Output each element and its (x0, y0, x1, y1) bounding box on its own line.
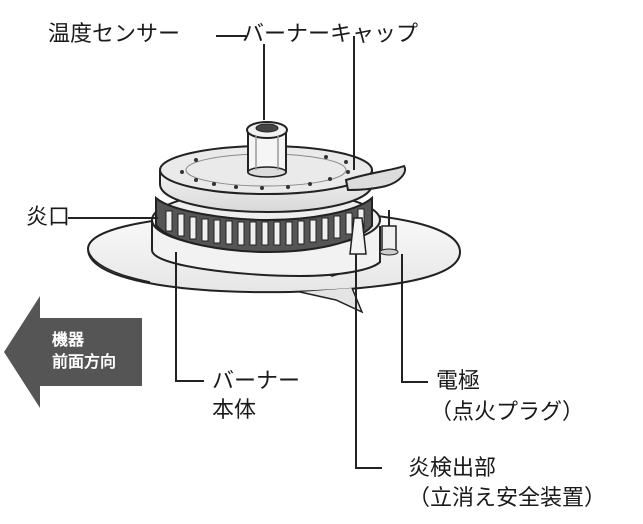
label-temperature-sensor: 温度センサー (48, 22, 181, 47)
label-burner-body-line2: 本体 (212, 398, 257, 423)
label-electrode-line2: （点火プラグ） (430, 400, 585, 425)
electrode (379, 210, 399, 256)
leader-burner-body (175, 252, 204, 382)
label-burner-body-line1: バーナー (212, 369, 301, 394)
leader-lines (68, 35, 428, 469)
leader-flame-detector (355, 254, 382, 469)
temperature-sensor (246, 121, 288, 178)
arrow-text-line1: 機器 (52, 330, 85, 349)
leader-electrode (401, 254, 428, 383)
label-flame-port: 炎口 (26, 205, 71, 230)
flame-detector (349, 217, 367, 255)
front-direction-arrow (4, 296, 142, 408)
label-electrode-line1: 電極 (436, 369, 481, 394)
label-flame-detector-line1: 炎検出部 (408, 456, 497, 481)
label-burner-cap: バーナーキャップ (242, 22, 419, 47)
arrow-text-line2: 前面方向 (52, 352, 117, 371)
label-flame-detector-line2: （立消え安全装置） (408, 486, 607, 511)
